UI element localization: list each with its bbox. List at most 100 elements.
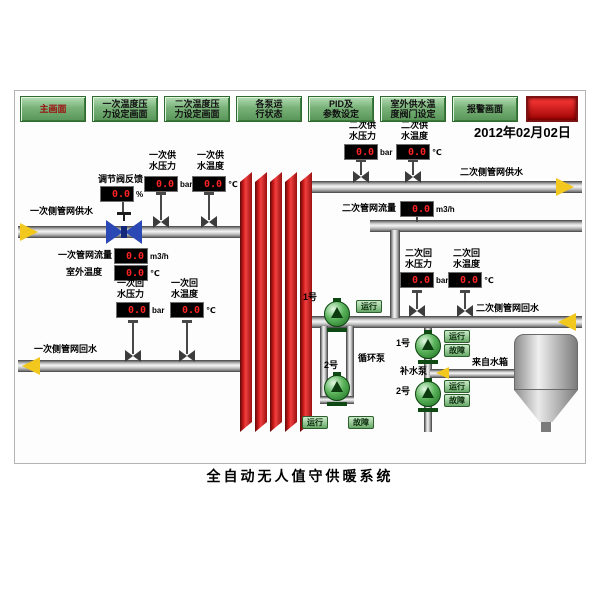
display-value: 0.0 <box>400 272 434 288</box>
date-display: 2012年02月02日 <box>474 125 571 140</box>
display-unit: ℃ <box>432 147 442 157</box>
display-value: 0.0 <box>396 144 430 160</box>
alarm-lamp-icon <box>526 96 578 122</box>
valve-sensor-icon <box>409 290 425 317</box>
pipe-secondary-return <box>302 316 582 328</box>
caption-title: 全自动无人值守供暖系统 <box>206 468 394 484</box>
label-primary-supply-pipe: 一次侧管网供水 <box>30 206 94 216</box>
display-unit: bar <box>436 275 449 285</box>
pipe-secondary-flow <box>370 220 582 232</box>
plate-heat-exchanger <box>240 172 312 432</box>
flow-arrow-right-icon <box>20 223 38 241</box>
status-fault-indicator: 故障 <box>348 416 374 429</box>
flow-arrow-right-icon <box>556 178 574 196</box>
display-value: 0.0 <box>400 201 434 217</box>
status-run-indicator: 运行 <box>356 300 382 313</box>
label-makeup-pump-2: 2号 <box>396 386 411 396</box>
status-fault-indicator: 故障 <box>444 344 470 357</box>
circulation-pump-1[interactable] <box>323 298 351 332</box>
display-value: 0.0 <box>114 248 148 264</box>
hx-plate <box>285 172 297 432</box>
valve-sensor-icon <box>405 159 421 183</box>
makeup-pump-2[interactable] <box>414 378 442 412</box>
label-secondary-supply-pipe: 二次侧管网供水 <box>460 167 524 177</box>
label-valve-feedback: 调节阀反馈 <box>98 174 144 184</box>
valve-sensor-icon <box>125 320 141 362</box>
nav-button-pump-status[interactable]: 各泵运 行状态 <box>236 96 302 122</box>
label-secondary-supply-temperature: 二次供 水温度 <box>401 120 429 141</box>
nav-button-outdoor-valve-settings[interactable]: 室外供水温 度阀门设定 <box>380 96 446 122</box>
label-primary-return-pipe: 一次侧管网回水 <box>34 344 98 354</box>
display-unit: ℃ <box>484 275 494 285</box>
valve-sensor-icon <box>201 192 217 228</box>
nav-button-secondary-temp-pressure-settings[interactable]: 二次温度压 力设定画面 <box>164 96 230 122</box>
display-unit: bar <box>380 147 393 157</box>
label-secondary-network-flow: 二次管网流量 <box>342 203 397 213</box>
label-circulation-pump-group: 循环泵 <box>358 353 386 363</box>
label-circulation-pump-2: 2号 <box>324 360 339 370</box>
pipe-circulation-right <box>346 326 354 404</box>
pipe-tank-feed <box>430 369 518 378</box>
sensor-stem <box>416 217 418 222</box>
nav-button-pid-settings[interactable]: PID及 参数设定 <box>308 96 374 122</box>
nav-button-primary-temp-pressure-settings[interactable]: 一次温度压 力设定画面 <box>92 96 158 122</box>
valve-sensor-icon <box>457 290 473 317</box>
display-value: 0.0 <box>170 302 204 318</box>
circulation-pump-2[interactable] <box>323 372 351 406</box>
display-secondary-supply-temperature: 0.0℃ <box>396 144 442 160</box>
display-value: 0.0 <box>192 176 226 192</box>
label-makeup-pump-group: 补水泵 <box>400 366 428 376</box>
display-unit: bar <box>152 305 165 315</box>
display-value: 0.0 <box>114 265 148 281</box>
makeup-pump-1[interactable] <box>414 330 442 364</box>
pipe-secondary-supply <box>302 181 582 193</box>
display-unit: m3/h <box>150 251 169 261</box>
label-primary-return-temperature: 一次回 水温度 <box>171 278 199 299</box>
display-unit: bar <box>180 179 193 189</box>
pipe-secondary-riser <box>390 230 400 318</box>
display-outdoor-temperature: 0.0℃ <box>114 265 160 281</box>
label-outdoor-temperature: 室外温度 <box>66 267 103 277</box>
label-secondary-supply-pressure: 二次供 水压力 <box>349 120 377 141</box>
label-makeup-pump-1: 1号 <box>396 338 411 348</box>
label-secondary-return-pressure: 二次回 水压力 <box>405 248 433 269</box>
flow-arrow-left-icon <box>558 313 576 331</box>
display-value: 0.0 <box>100 186 134 202</box>
valve-stem <box>122 200 124 214</box>
display-unit: m3/h <box>436 204 455 214</box>
valve-sensor-icon <box>153 192 169 228</box>
display-valve-feedback: 0.0% <box>100 186 143 202</box>
flow-arrow-left-icon <box>436 367 449 379</box>
display-value: 0.0 <box>448 272 482 288</box>
label-from-tank-pipe: 来自水箱 <box>472 357 509 367</box>
regulating-valve[interactable] <box>106 212 142 244</box>
hx-plate <box>240 172 252 432</box>
pipe-circulation-left <box>320 326 328 404</box>
label-secondary-return-pipe: 二次侧管网回水 <box>476 303 540 313</box>
hx-plate <box>255 172 267 432</box>
display-primary-return-temperature: 0.0℃ <box>170 302 216 318</box>
display-value: 0.0 <box>344 144 378 160</box>
status-fault-indicator: 故障 <box>444 394 470 407</box>
label-circulation-pump-1: 1号 <box>303 292 318 302</box>
display-unit: ℃ <box>150 268 160 278</box>
display-value: 0.0 <box>144 176 178 192</box>
label-primary-return-pressure: 一次回 水压力 <box>117 278 145 299</box>
display-secondary-return-temperature: 0.0℃ <box>448 272 494 288</box>
status-run-indicator: 运行 <box>444 330 470 343</box>
label-primary-supply-pressure: 一次供 水压力 <box>149 150 177 171</box>
hx-plate <box>300 172 312 432</box>
status-run-indicator: 运行 <box>302 416 328 429</box>
display-value: 0.0 <box>116 302 150 318</box>
display-primary-supply-temperature: 0.0℃ <box>192 176 238 192</box>
label-primary-supply-temperature: 一次供 水温度 <box>197 150 225 171</box>
nav-button-alarm-screen[interactable]: 报警画面 <box>452 96 518 122</box>
water-tank <box>514 334 578 434</box>
nav-button-main-screen[interactable]: 主画面 <box>20 96 86 122</box>
